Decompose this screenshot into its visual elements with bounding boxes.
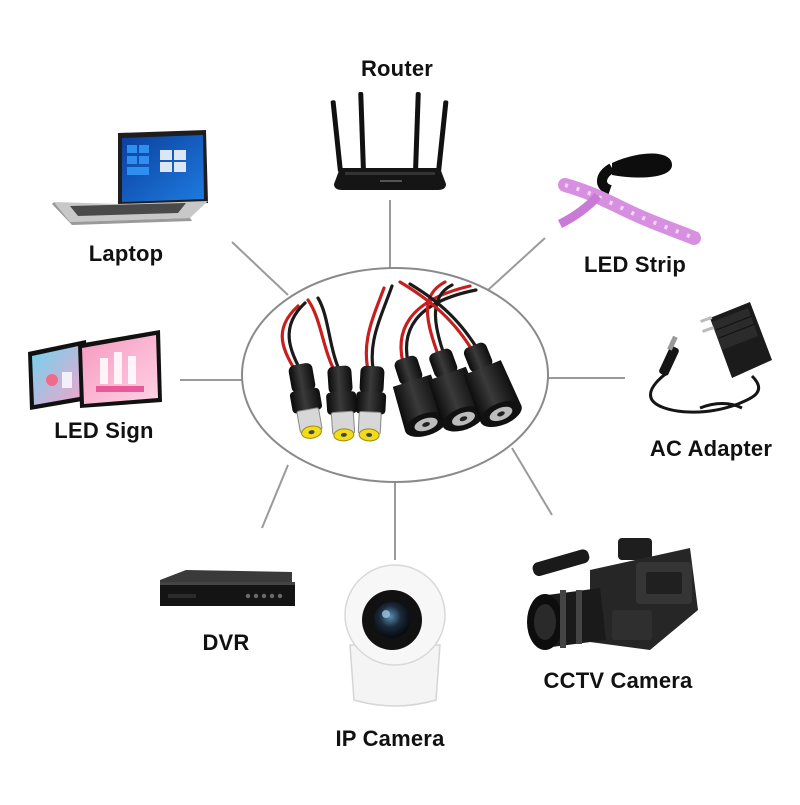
label-laptop: Laptop: [88, 241, 164, 266]
male-plug-3: [355, 365, 387, 442]
connector-led-strip: [487, 237, 546, 291]
led-sign-icon: [28, 330, 162, 410]
connector-lines: [180, 200, 625, 560]
label-led-sign: LED Sign: [54, 418, 154, 443]
laptop-icon: [52, 130, 208, 225]
connector-cctv: [511, 447, 553, 516]
male-plug-1: [288, 363, 323, 439]
male-plug-2: [326, 365, 358, 442]
label-router: Router: [360, 56, 434, 81]
label-led-strip: LED Strip: [583, 252, 687, 277]
label-cctv-camera: CCTV Camera: [543, 668, 693, 693]
ac-adapter-icon: [649, 302, 772, 414]
label-ac-adapter: AC Adapter: [649, 436, 773, 461]
connector-dvr: [261, 464, 289, 529]
cctv-camera-icon: [527, 538, 698, 650]
dc-cable-bundle: [280, 280, 522, 442]
female-jack-3: [463, 342, 522, 428]
label-ip-camera: IP Camera: [335, 726, 445, 751]
ip-camera-icon: [344, 564, 446, 707]
led-strip-icon: [557, 153, 701, 245]
dvr-icon: [160, 570, 295, 606]
router-icon: [330, 92, 449, 190]
label-dvr: DVR: [202, 630, 250, 655]
connector-laptop: [231, 241, 289, 296]
